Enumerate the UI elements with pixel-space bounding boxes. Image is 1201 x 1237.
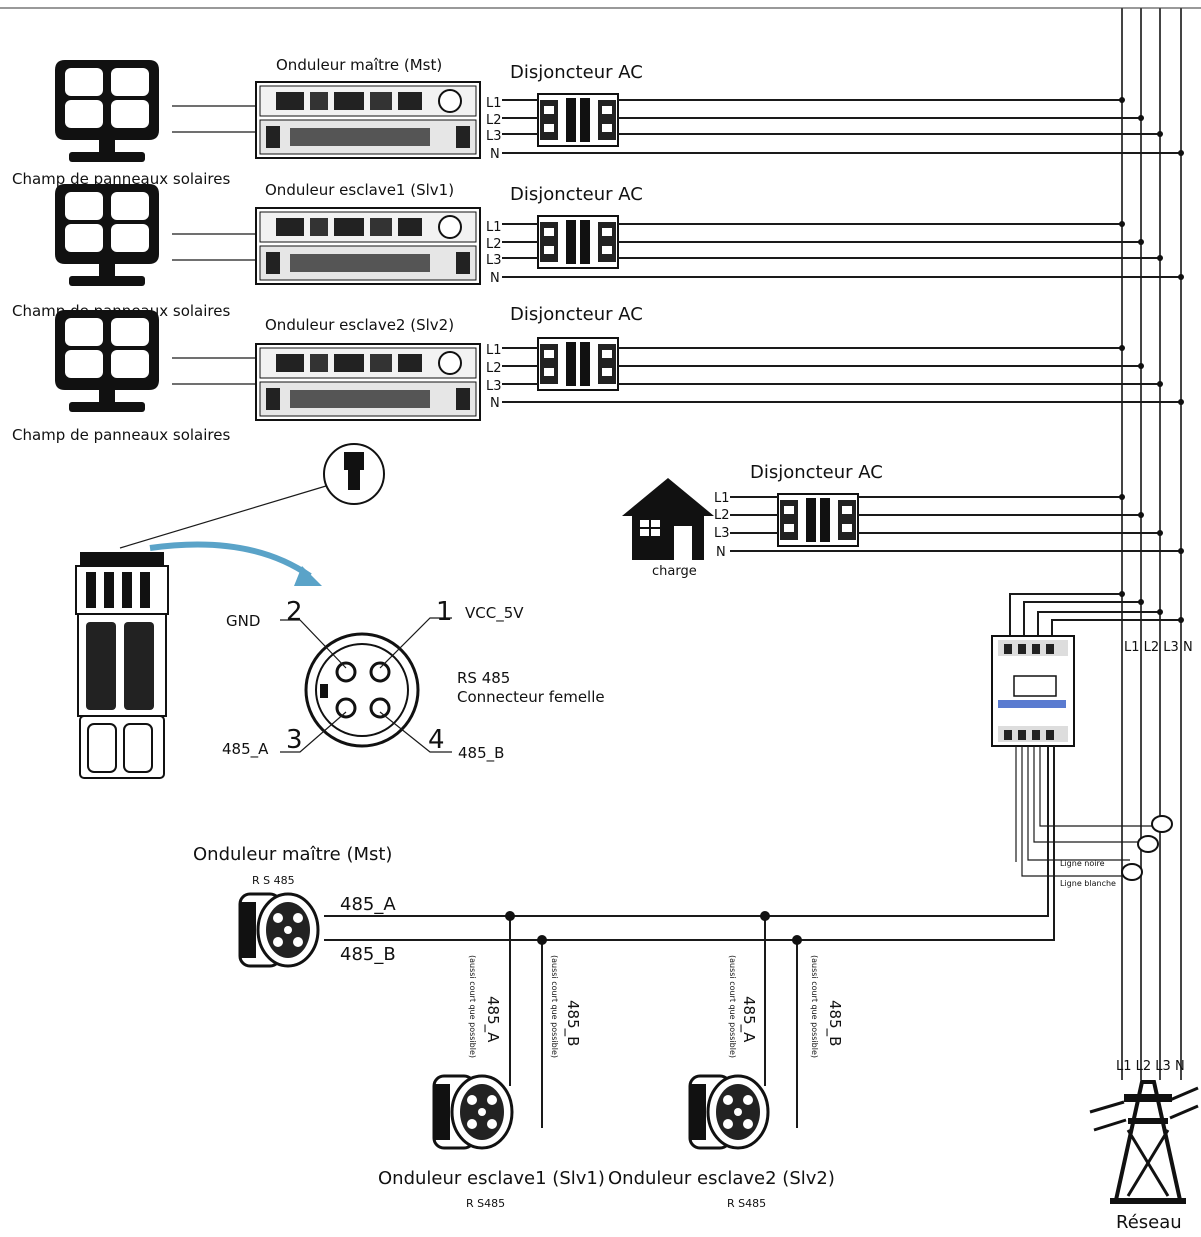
ct-black-label: Ligne noire bbox=[1060, 859, 1105, 868]
drop-b-label: 485_B bbox=[825, 1000, 844, 1046]
phase-l1-label: L1 bbox=[486, 96, 502, 111]
phase-l2-label: L2 bbox=[486, 361, 502, 376]
breaker-label: Disjoncteur AC bbox=[510, 184, 643, 205]
phase-l2-label: L2 bbox=[486, 113, 502, 128]
breaker-label: Disjoncteur AC bbox=[510, 62, 643, 83]
breaker-icon bbox=[537, 215, 619, 269]
grid-bus bbox=[1121, 8, 1182, 1080]
pin-label: VCC_5V bbox=[465, 604, 524, 623]
rs485-connector-icon bbox=[238, 892, 320, 968]
inverter-row-slave2: Champ de panneaux solaires Onduleur escl… bbox=[12, 304, 1184, 444]
master-title: Onduleur maître (Mst) bbox=[193, 844, 392, 865]
phase-n-label: N bbox=[490, 271, 500, 286]
pin-label: 485_B bbox=[458, 744, 504, 763]
drop-b-label: 485_B bbox=[563, 1000, 582, 1046]
inverter-row-slave1: Champ de panneaux solaires Onduleur escl… bbox=[12, 181, 1184, 320]
phase-l2-label: L2 bbox=[714, 508, 730, 523]
meter-grid-phases: L1 L2 L3 N bbox=[1124, 640, 1193, 655]
ct-clamp-icon bbox=[1121, 815, 1173, 881]
connector-title: RS 485 bbox=[457, 669, 510, 687]
solar-array-label: Champ de panneaux solaires bbox=[12, 170, 230, 188]
inverter-icon bbox=[255, 81, 481, 159]
solar-panel-icon bbox=[55, 184, 159, 286]
rs485-bus: Onduleur maître (Mst) R S 485 485_A 485_… bbox=[193, 844, 844, 1210]
breaker-label: Disjoncteur AC bbox=[510, 304, 643, 325]
slave2-title: Onduleur esclave2 (Slv2) bbox=[608, 1168, 835, 1189]
bus-b-label: 485_B bbox=[340, 944, 396, 965]
drop-note: (aussi court que possible) bbox=[728, 955, 737, 1058]
rs485-connector-icon bbox=[432, 1074, 514, 1150]
inverter-title: Onduleur maître (Mst) bbox=[276, 56, 442, 74]
breaker-icon bbox=[537, 93, 619, 147]
phase-l1-label: L1 bbox=[486, 220, 502, 235]
slave1-title: Onduleur esclave1 (Slv1) bbox=[378, 1168, 605, 1189]
grid-phases-label: L1 L2 L3 N bbox=[1116, 1059, 1185, 1074]
phase-l3-label: L3 bbox=[486, 379, 502, 394]
inverter-title: Onduleur esclave2 (Slv2) bbox=[265, 316, 454, 334]
phase-l1-label: L1 bbox=[714, 491, 730, 506]
drop-note: (aussi court que possible) bbox=[468, 955, 477, 1058]
breaker-icon bbox=[537, 337, 619, 391]
phase-l2-label: L2 bbox=[486, 237, 502, 252]
phase-n-label: N bbox=[490, 147, 500, 162]
phase-l3-label: L3 bbox=[714, 526, 730, 541]
drop-note: (aussi court que possible) bbox=[810, 955, 819, 1058]
inverter-icon bbox=[255, 343, 481, 421]
connector-subtitle: Connecteur femelle bbox=[457, 688, 605, 706]
grid-label: Réseau bbox=[1116, 1212, 1182, 1233]
inverter-row-master: Champ de panneaux solaires Onduleur maît… bbox=[12, 56, 1184, 188]
energy-meter: L1 L2 L3 N Ligne noire Ligne blanche bbox=[324, 591, 1193, 941]
slave1-port-label: R S485 bbox=[466, 1197, 505, 1210]
load-breaker-label: Disjoncteur AC bbox=[750, 462, 883, 483]
drop-a-label: 485_A bbox=[483, 996, 502, 1043]
phase-n-label: N bbox=[716, 545, 726, 560]
bus-a-label: 485_A bbox=[340, 894, 396, 915]
load-label: charge bbox=[652, 564, 697, 579]
phase-l3-label: L3 bbox=[486, 253, 502, 268]
solar-panel-icon bbox=[55, 60, 159, 162]
power-tower-icon bbox=[1089, 1080, 1199, 1204]
solar-array-label: Champ de panneaux solaires bbox=[12, 426, 230, 444]
drop-note: (aussi court que possible) bbox=[550, 955, 559, 1058]
inverter-icon bbox=[255, 207, 481, 285]
inverter-title: Onduleur esclave1 (Slv1) bbox=[265, 181, 454, 199]
load-branch: charge Disjoncteur AC L1 L2 L3 N bbox=[622, 462, 1184, 579]
socket-face-icon bbox=[304, 632, 420, 748]
master-port-label: R S 485 bbox=[252, 874, 295, 887]
breaker-icon bbox=[777, 493, 859, 547]
phase-l3-label: L3 bbox=[486, 129, 502, 144]
house-icon bbox=[622, 478, 714, 560]
pin-label: GND bbox=[226, 612, 260, 630]
rs485-connector-detail: 1 VCC_5V 2 GND 3 485_A 4 485_B RS 485 Co… bbox=[75, 443, 605, 779]
phase-l1-label: L1 bbox=[486, 343, 502, 358]
arrow-icon bbox=[149, 541, 312, 579]
drop-a-label: 485_A bbox=[739, 996, 758, 1043]
ct-white-label: Ligne blanche bbox=[1060, 879, 1116, 888]
slave2-port-label: R S485 bbox=[727, 1197, 766, 1210]
pin-number: 2 bbox=[286, 597, 303, 627]
rs485-connector-icon bbox=[688, 1074, 770, 1150]
phase-n-label: N bbox=[490, 396, 500, 411]
pin-number: 4 bbox=[428, 725, 445, 755]
pin-number: 1 bbox=[436, 597, 453, 627]
plug-icon bbox=[75, 552, 169, 779]
solar-panel-icon bbox=[55, 310, 159, 412]
pin-number: 3 bbox=[286, 725, 303, 755]
pin-label: 485_A bbox=[222, 740, 269, 759]
grid-connection: L1 L2 L3 N Réseau bbox=[1089, 1059, 1199, 1233]
